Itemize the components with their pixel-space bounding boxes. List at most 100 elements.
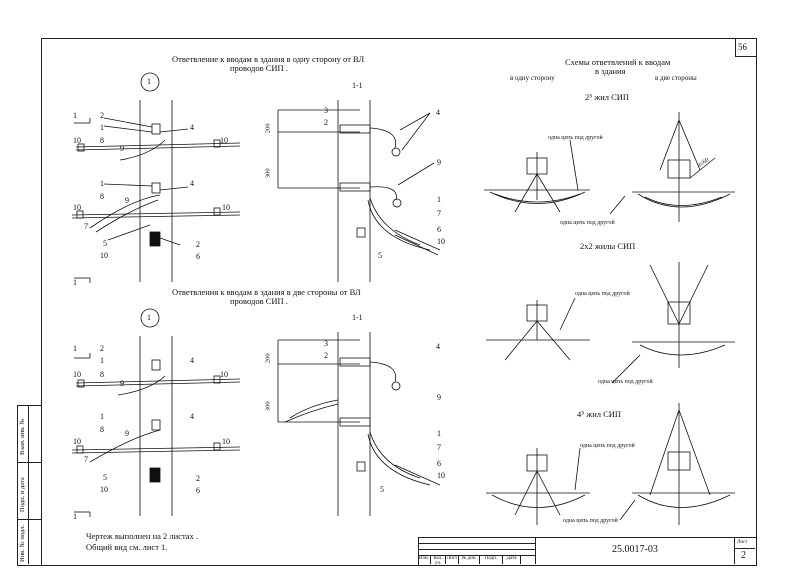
sec-callout-2: 2: [324, 118, 328, 127]
sheet-number: 2: [741, 550, 746, 561]
callout-9b: 9: [125, 196, 129, 205]
b-callout-6: 6: [196, 486, 200, 495]
sec-callout-5: 5: [378, 251, 382, 260]
bsec-callout-2: 2: [324, 351, 328, 360]
col-one-side: в одну сторону: [510, 74, 555, 82]
bottom-section-label: 1-1: [352, 313, 363, 322]
top-circle-label: 1: [147, 77, 151, 86]
b-callout-5: 5: [103, 473, 107, 482]
tb-col-data: Дата: [503, 556, 521, 564]
b-callout-9b: 9: [125, 429, 129, 438]
bsec-callout-7: 7: [437, 443, 441, 452]
callout-10: 10: [73, 136, 81, 145]
callout-4b: 4: [190, 179, 194, 188]
callout-10b: 10: [220, 136, 228, 145]
sec-callout-1: 1: [437, 195, 441, 204]
side-stamp: [17, 405, 42, 566]
group3-title: 4⁵ жил СИП: [577, 409, 622, 419]
callout-6: 6: [196, 252, 200, 261]
bsec-callout-3: 3: [324, 339, 328, 348]
scheme-group-3: [486, 403, 735, 525]
b-callout-10: 10: [73, 370, 81, 379]
top-section-mark-a: 1: [73, 111, 77, 120]
bottom-section-mark-b: 1: [73, 512, 77, 521]
tb-col-kol: Кол. уч.: [431, 556, 446, 566]
b-callout-8: 8: [100, 370, 104, 379]
sec-callout-3: 3: [324, 106, 328, 115]
callout-10e: 10: [100, 251, 108, 260]
sec-callout-7: 7: [437, 209, 441, 218]
bottom-section-mark-a: 1: [73, 344, 77, 353]
top-section-view: [277, 100, 441, 282]
sec-callout-10: 10: [437, 237, 445, 246]
bsec-callout-10: 10: [437, 471, 445, 480]
note-one-circuit-5: одна цепь под другой: [580, 443, 635, 449]
top-section-label: 1-1: [352, 81, 363, 90]
b-callout-9: 9: [120, 379, 124, 388]
bsec-callout-6: 6: [437, 459, 441, 468]
b-callout-1: 1: [100, 356, 104, 365]
sec-callout-9: 9: [437, 158, 441, 167]
b-callout-7: 7: [84, 455, 88, 464]
scheme-group-2: [486, 262, 735, 384]
title-block: [418, 537, 757, 566]
b-callout-10c: 10: [73, 437, 81, 446]
bsec-callout-9: 9: [437, 393, 441, 402]
b-callout-2b: 2: [196, 474, 200, 483]
callout-4: 4: [190, 123, 194, 132]
callout-8: 8: [100, 136, 104, 145]
schemes-title-line2: в здания: [595, 66, 626, 76]
note-one-circuit-2: одна цепь под другой: [560, 220, 615, 226]
top-front-view: [71, 72, 241, 283]
note-one-circuit-1: одна цепь под другой: [548, 135, 603, 141]
bottom-section-view: [277, 332, 441, 516]
callout-8b: 8: [100, 192, 104, 201]
callout-7: 7: [84, 222, 88, 231]
sec-callout-4: 4: [436, 108, 440, 117]
page-number: 56: [738, 42, 747, 52]
tb-col-podp: Подп.: [480, 556, 503, 564]
tb-col-izm: Изм.: [418, 556, 431, 564]
callout-1: 1: [100, 123, 104, 132]
b-callout-10e: 10: [100, 485, 108, 494]
bsec-callout-5: 5: [380, 485, 384, 494]
callout-2: 2: [100, 111, 104, 120]
callout-5: 5: [103, 239, 107, 248]
sheet-label: Лист: [737, 540, 748, 545]
group1-title: 2⁵ жил СИП: [585, 92, 630, 102]
callout-10c: 10: [73, 203, 81, 212]
b-callout-10b: 10: [220, 370, 228, 379]
document-code: 25.0017-03: [612, 544, 658, 555]
b-callout-10d: 10: [222, 437, 230, 446]
bottom-title-line2: проводов СИП .: [230, 296, 288, 306]
b-callout-4: 4: [190, 356, 194, 365]
callout-10d: 10: [222, 203, 230, 212]
note-line1: Чертеж выполнен на 2 листах .: [86, 531, 199, 541]
b-callout-2: 2: [100, 344, 104, 353]
col-two-sides: в две стороны: [655, 74, 697, 82]
bottom-front-view: [71, 308, 241, 517]
callout-2b: 2: [196, 240, 200, 249]
bsec-callout-1: 1: [437, 429, 441, 438]
group2-title: 2x2 жилы СИП: [580, 241, 636, 251]
note-one-circuit-6: одна цепь под другой: [563, 518, 618, 524]
drawing-frame: [41, 38, 757, 566]
scheme-group-1: [484, 112, 735, 222]
b-callout-4b: 4: [190, 412, 194, 421]
tb-col-doc: № док.: [459, 556, 480, 564]
schemes-title-line1: Схемы ответвлений к вводам: [565, 57, 671, 67]
tb-col-list: Лист: [446, 556, 459, 564]
note-one-circuit-3: одна цепь под другой: [575, 291, 630, 297]
b-callout-8b: 8: [100, 425, 104, 434]
top-section-mark-b: 1: [73, 278, 77, 287]
top-title-line1: Ответвление к вводам в здания в одну сто…: [172, 54, 365, 64]
sec-callout-6: 6: [437, 225, 441, 234]
note-one-circuit-4: одна цепь под другой: [598, 379, 653, 385]
bsec-callout-4: 4: [436, 342, 440, 351]
side-stamp-divider: [28, 405, 29, 564]
bottom-title-line1: Ответвления к вводам в здания в две стор…: [172, 287, 361, 297]
page-number-box: [735, 38, 757, 57]
callout-1b: 1: [100, 179, 104, 188]
note-line2: Общий вид см. лист 1.: [86, 542, 168, 552]
